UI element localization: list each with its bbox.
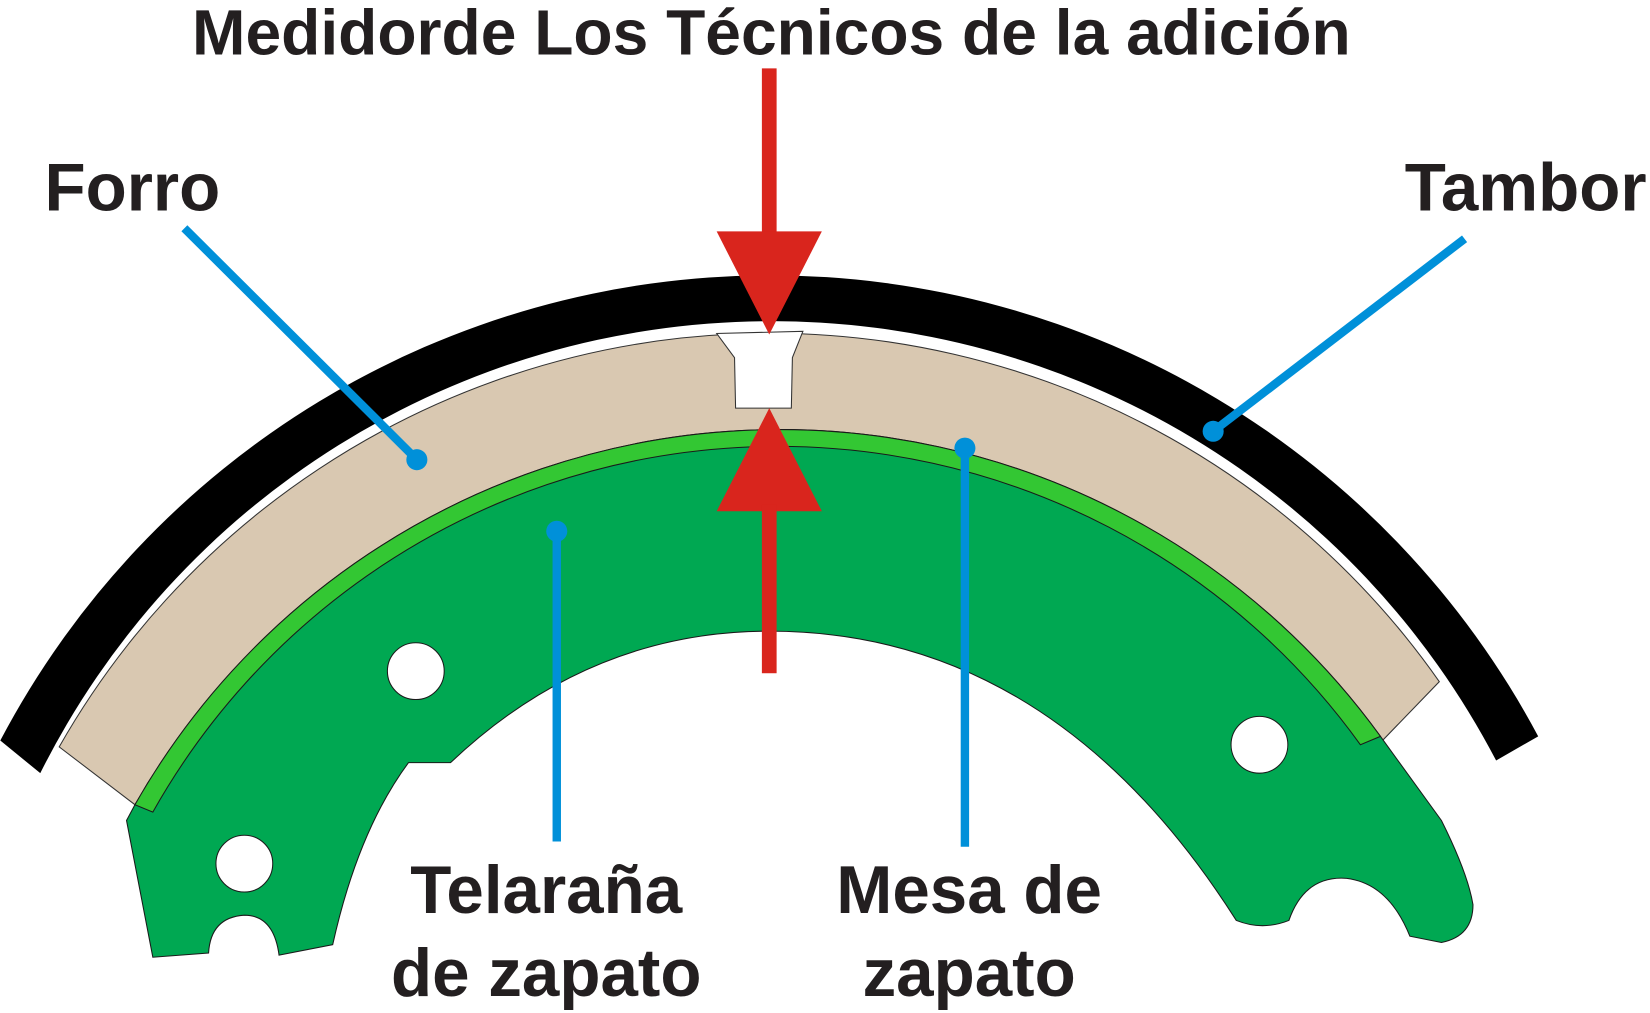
label-drum: Tambor xyxy=(1405,150,1647,225)
leader-drum xyxy=(1210,235,1468,435)
leader-dot-lining xyxy=(406,449,428,471)
drum xyxy=(0,275,1539,774)
shoe-hole xyxy=(1230,715,1289,774)
measure-arrow-bottom xyxy=(716,408,822,674)
lining-wear-gap xyxy=(715,330,804,409)
label-web-line1: Telaraña xyxy=(410,853,682,928)
shoe-table xyxy=(134,429,1382,813)
leader-dot-web xyxy=(546,520,568,542)
label-table-line2: zapato xyxy=(863,936,1076,1011)
shoe-hole xyxy=(386,642,445,701)
label-web-line2: de zapato xyxy=(391,936,701,1011)
leader-lining xyxy=(181,225,420,463)
measure-arrow-top xyxy=(716,68,822,335)
label-lining: Forro xyxy=(44,150,220,225)
diagram-title: Medidorde Los Técnicos de la adición xyxy=(192,0,1351,69)
leader-dot-table xyxy=(954,437,976,459)
label-table-line1: Mesa de xyxy=(836,853,1102,928)
leader-dot-drum xyxy=(1202,420,1224,442)
shoe-hole xyxy=(215,834,274,893)
